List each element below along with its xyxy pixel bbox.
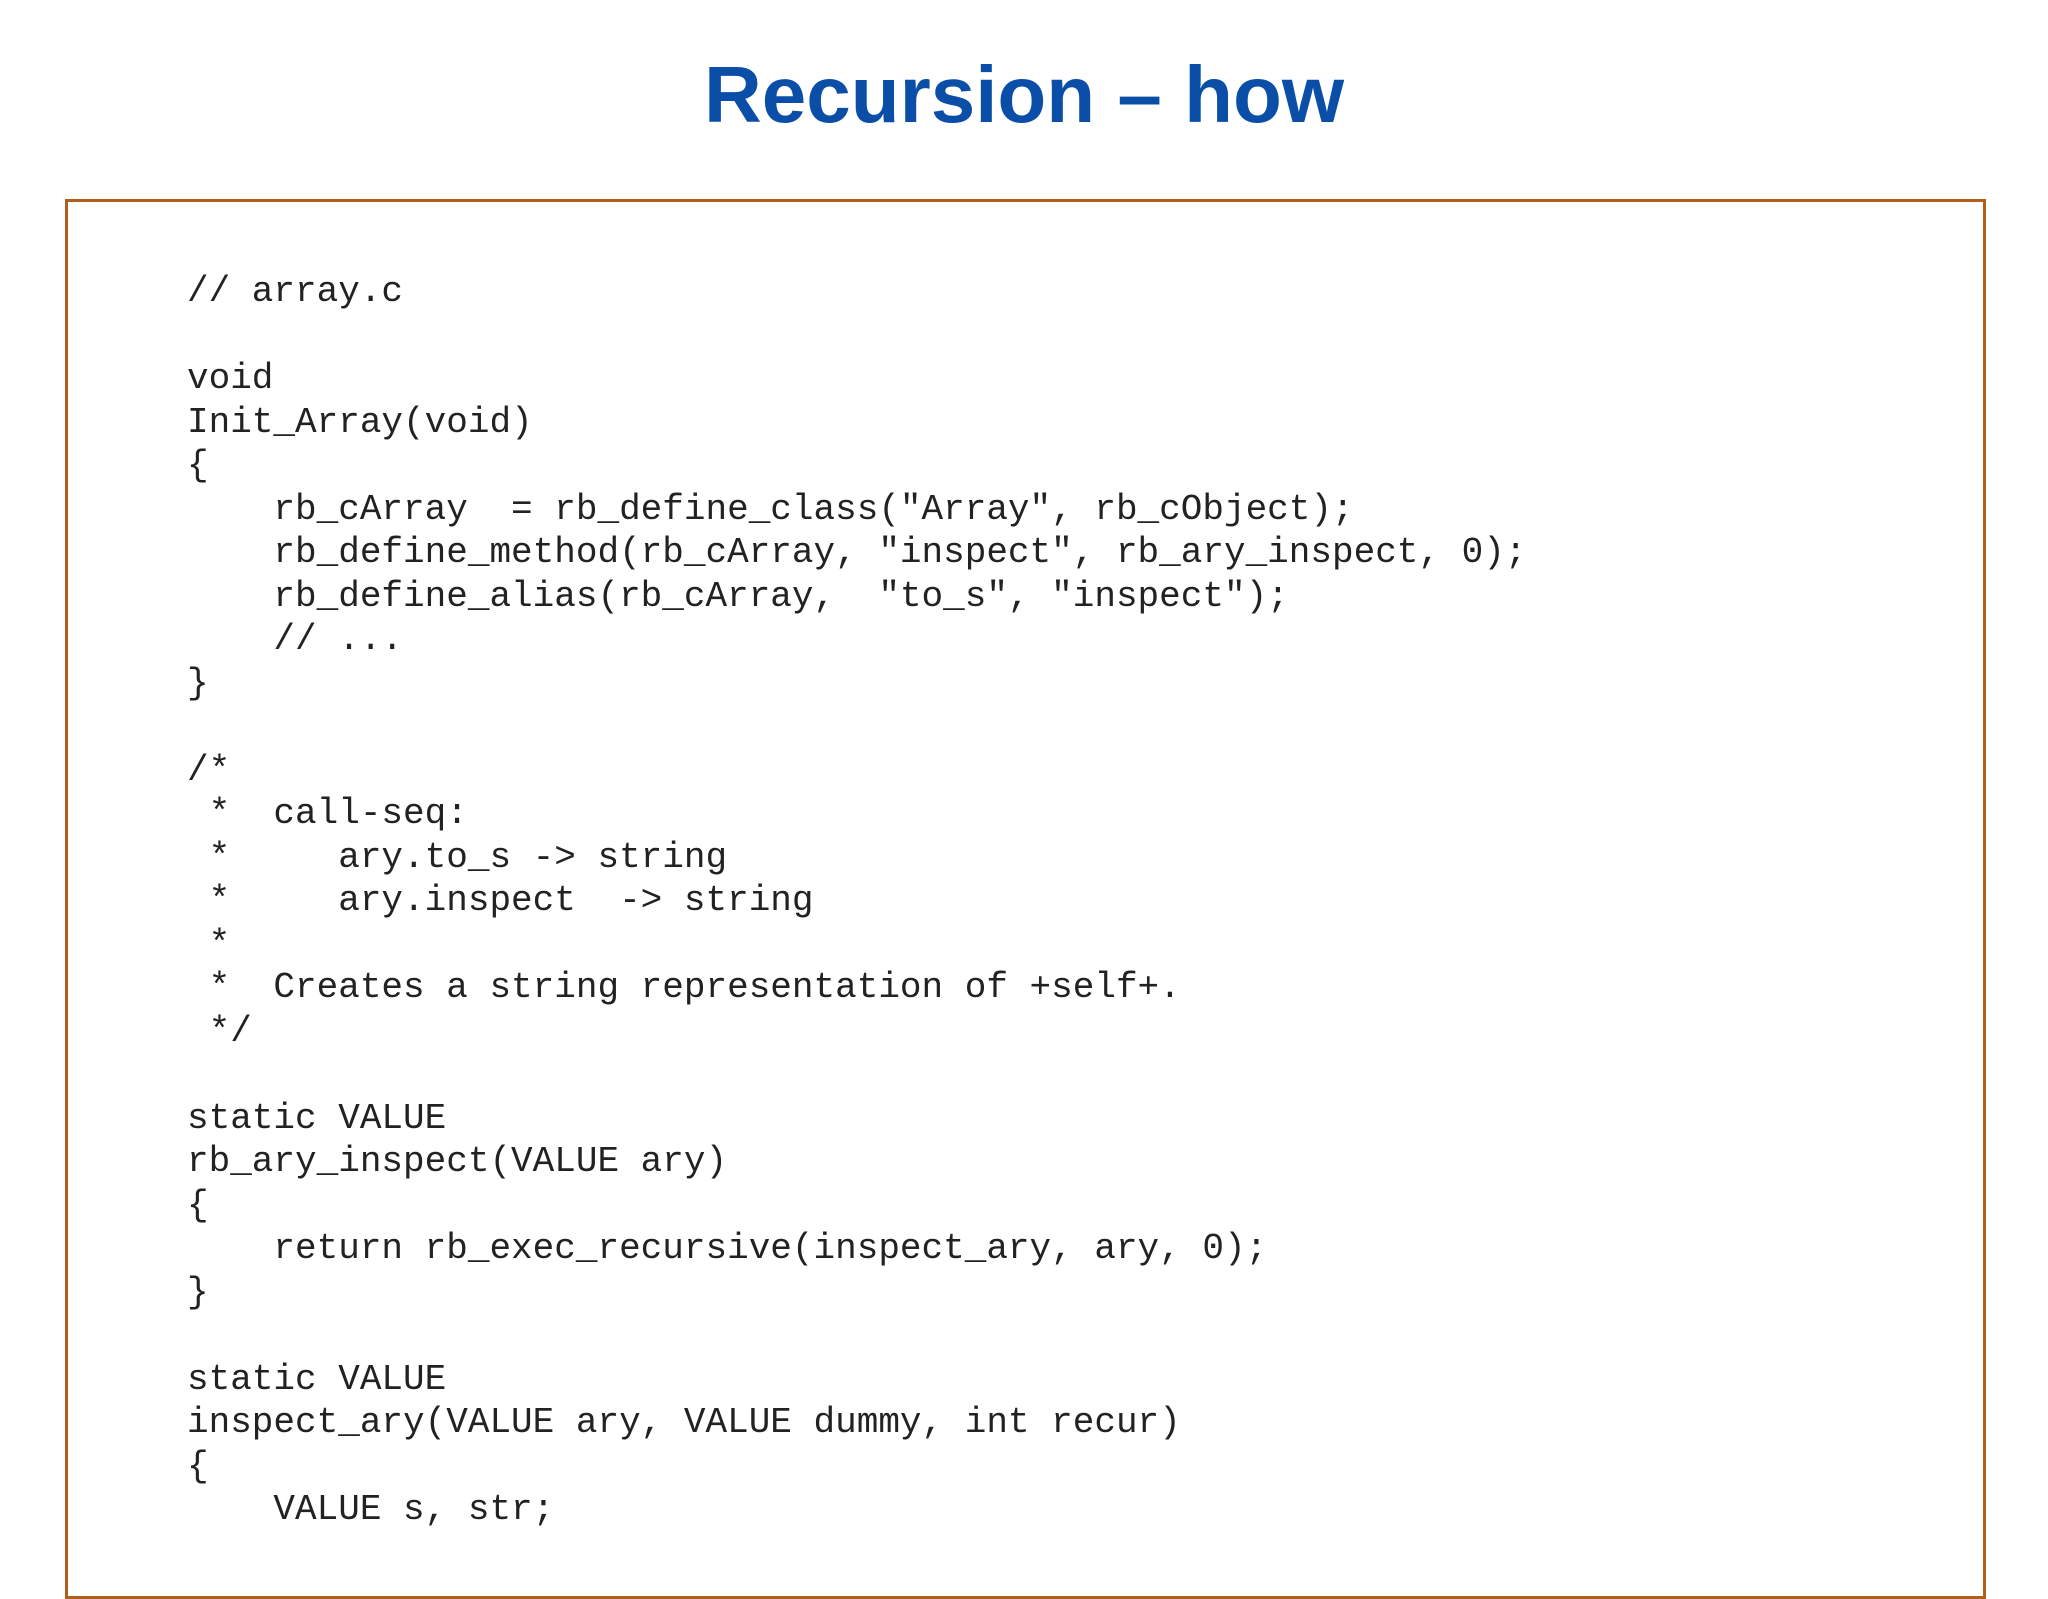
code-block: // array.c void Init_Array(void) { rb_cA… xyxy=(65,199,1986,1599)
code-line: rb_cArray = rb_define_class("Array", rb_… xyxy=(187,488,1354,530)
code-line: * call-seq: xyxy=(187,793,468,834)
code-line: * xyxy=(187,923,231,965)
code-line: { xyxy=(187,1445,209,1487)
code-line: } xyxy=(187,662,209,704)
code-line: rb_ary_inspect(VALUE ary) xyxy=(187,1141,728,1182)
code-line: * ary.inspect -> string xyxy=(187,880,814,921)
code-line: * ary.to_s -> string xyxy=(187,836,728,878)
code-lines: // array.c void Init_Array(void) { rb_cA… xyxy=(187,270,1526,1532)
code-line: * Creates a string representation of +se… xyxy=(187,967,1181,1008)
code-line xyxy=(187,1053,1526,1097)
code-line: */ xyxy=(187,1010,252,1052)
code-line: Init_Array(void) xyxy=(187,401,533,443)
code-line: void xyxy=(187,358,274,399)
slide-title: Recursion – how xyxy=(703,50,1345,139)
code-line: { xyxy=(187,445,209,486)
code-line: /* xyxy=(187,749,231,791)
code-line: static VALUE xyxy=(187,1358,447,1400)
code-line: return rb_exec_recursive(inspect_ary, ar… xyxy=(187,1228,1268,1269)
code-line: } xyxy=(187,1271,209,1313)
code-line: // array.c xyxy=(187,271,404,312)
code-line xyxy=(187,705,1526,749)
code-line: { xyxy=(187,1184,209,1226)
code-line: inspect_ary(VALUE ary, VALUE dummy, int … xyxy=(187,1402,1181,1443)
code-line: rb_define_alias(rb_cArray, "to_s", "insp… xyxy=(187,575,1289,617)
code-line: // ... xyxy=(187,619,404,660)
code-line: static VALUE xyxy=(187,1097,447,1139)
code-line xyxy=(187,314,1526,358)
code-line: VALUE s, str; xyxy=(187,1489,555,1530)
code-line xyxy=(187,1314,1526,1358)
code-line: rb_define_method(rb_cArray, "inspect", r… xyxy=(187,532,1527,573)
